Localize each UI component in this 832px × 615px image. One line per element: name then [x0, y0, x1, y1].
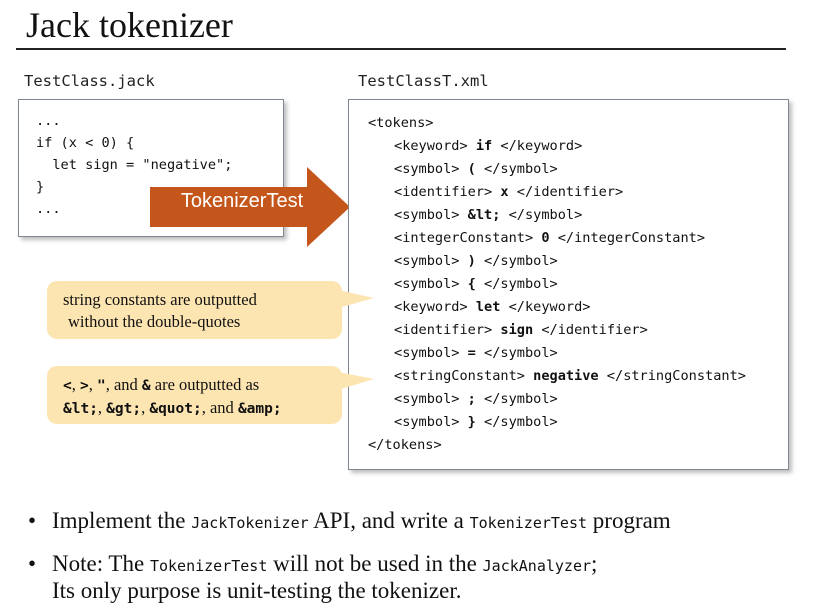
token-value: ;	[467, 391, 476, 407]
token-close-tag: identifier	[557, 322, 640, 338]
token-line: <keyword> if </keyword>	[394, 138, 583, 154]
bullet-text: Implement the JackTokenizer API, and wri…	[52, 508, 671, 533]
token-open-tag: symbol	[402, 161, 452, 177]
token-close-tag: symbol	[524, 207, 575, 223]
token-close-tag: symbol	[500, 345, 550, 361]
callout-text: &lt;, &gt;, &quot;, and &amp;	[63, 398, 282, 417]
token-value: }	[467, 414, 476, 430]
code-line: let sign = "negative";	[36, 157, 233, 173]
token-value: (	[467, 161, 476, 177]
token-close-tag: integerConstant	[574, 230, 697, 246]
source-file-name: TestClass.jack	[24, 72, 155, 90]
token-close-tag: symbol	[500, 161, 550, 177]
xml-open-tag: <tokens>	[368, 115, 434, 131]
token-line: <identifier> x </identifier>	[394, 184, 624, 200]
callout-text: <, >, ", and & are outputted as	[63, 375, 260, 394]
page-title: Jack tokenizer	[26, 5, 233, 45]
token-line: <symbol> = </symbol>	[394, 345, 558, 361]
token-open-tag: integerConstant	[402, 230, 525, 246]
token-value: x	[500, 184, 509, 200]
code-line: }	[36, 179, 45, 195]
token-open-tag: stringConstant	[402, 368, 517, 384]
token-value: if	[475, 138, 493, 154]
callout-pointer	[338, 372, 374, 390]
token-value: )	[467, 253, 476, 269]
bullet-icon: •	[28, 551, 37, 576]
token-close-tag: symbol	[500, 276, 550, 292]
token-open-tag: keyword	[402, 299, 460, 315]
token-value: =	[467, 345, 476, 361]
callout-escaped-symbols: <, >, ", and & are outputted as &lt;, &g…	[47, 366, 342, 424]
code-line: ...	[36, 201, 61, 217]
token-line: <identifier> sign </identifier>	[394, 322, 648, 338]
token-close-tag: symbol	[500, 414, 550, 430]
token-open-tag: keyword	[402, 138, 460, 154]
token-value: 0	[541, 230, 550, 246]
token-open-tag: symbol	[402, 276, 452, 292]
token-line: <symbol> ; </symbol>	[394, 391, 558, 407]
token-open-tag: symbol	[402, 414, 452, 430]
callout-text: without the double-quotes	[68, 312, 241, 331]
token-open-tag: identifier	[402, 322, 485, 338]
callout-text: string constants are outputted	[63, 290, 257, 309]
token-value: negative	[533, 368, 599, 384]
token-close-tag: identifier	[533, 184, 615, 200]
arrow-label: TokenizerTest	[180, 190, 304, 212]
token-line: <keyword> let </keyword>	[394, 299, 591, 315]
bullet-text: Its only purpose is unit-testing the tok…	[52, 578, 462, 603]
token-open-tag: symbol	[402, 207, 452, 223]
token-value: &lt;	[467, 207, 501, 223]
token-value: sign	[500, 322, 534, 338]
token-close-tag: keyword	[516, 138, 575, 154]
token-line: <stringConstant> negative </stringConsta…	[394, 368, 746, 384]
token-open-tag: symbol	[402, 391, 452, 407]
callout-string-constants: string constants are outputted without t…	[47, 281, 342, 339]
token-line: <symbol> ( </symbol>	[394, 161, 558, 177]
bullet-icon: •	[28, 508, 37, 533]
token-open-tag: identifier	[402, 184, 485, 200]
token-close-tag: stringConstant	[623, 368, 738, 384]
token-close-tag: symbol	[500, 391, 550, 407]
token-close-tag: keyword	[524, 299, 583, 315]
right-arrow-icon	[150, 167, 350, 247]
code-line: ...	[36, 113, 61, 129]
token-line: <symbol> &lt; </symbol>	[394, 207, 583, 223]
code-line: if (x < 0) {	[36, 135, 135, 151]
callout-pointer	[338, 290, 374, 308]
xml-close-tag: </tokens>	[368, 437, 442, 453]
token-value: {	[467, 276, 476, 292]
token-line: <symbol> } </symbol>	[394, 414, 558, 430]
token-open-tag: symbol	[402, 345, 452, 361]
token-line: <symbol> { </symbol>	[394, 276, 558, 292]
title-underline	[16, 48, 786, 50]
token-value: let	[475, 299, 501, 315]
token-line: <symbol> ) </symbol>	[394, 253, 558, 269]
output-file-name: TestClassT.xml	[358, 72, 489, 90]
token-open-tag: symbol	[402, 253, 452, 269]
token-line: <integerConstant> 0 </integerConstant>	[394, 230, 706, 246]
output-xml-box: <tokens> <keyword> if </keyword> <symbol>…	[348, 99, 789, 470]
token-close-tag: symbol	[500, 253, 550, 269]
bullet-text: Note: The TokenizerTest will not be used…	[52, 551, 598, 576]
